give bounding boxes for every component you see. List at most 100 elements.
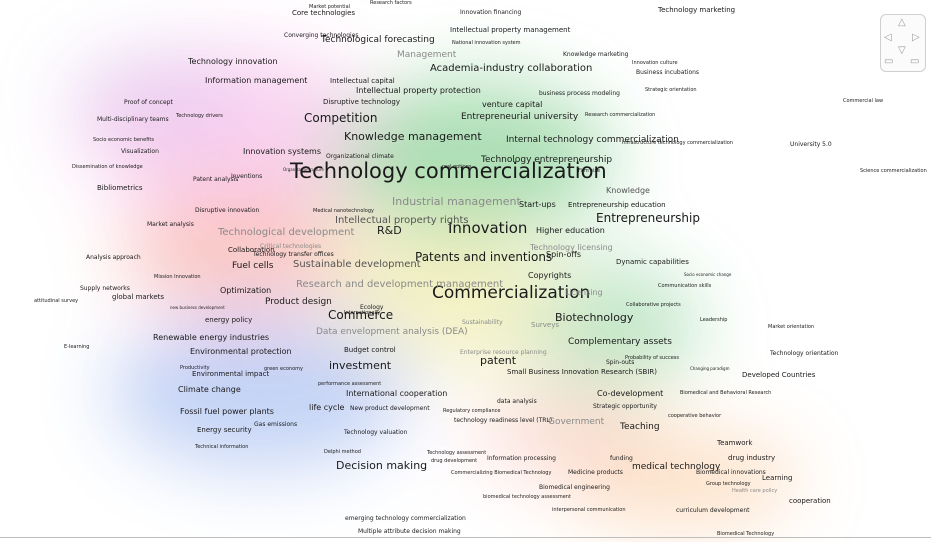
term-label: Research and development management bbox=[296, 279, 504, 290]
cluster-blob-purple bbox=[60, 50, 240, 140]
term-label: Dynamic capabilities bbox=[616, 258, 689, 266]
term-label: New product development bbox=[350, 405, 430, 412]
term-label: Knowledge management bbox=[344, 130, 482, 143]
term-label: Innovation financing bbox=[460, 9, 522, 16]
term-label: Innovation bbox=[448, 219, 528, 237]
term-label: Academia-industry collaboration bbox=[430, 63, 593, 74]
term-label: Spin-offs bbox=[546, 250, 582, 259]
term-label: Renewable energy industries bbox=[153, 333, 270, 342]
term-label: Management bbox=[397, 50, 457, 60]
term-label: Gas emissions bbox=[254, 421, 298, 428]
zoom-icon[interactable]: ▭ bbox=[884, 56, 894, 67]
term-label: medical technology bbox=[632, 462, 721, 472]
bottom-divider bbox=[0, 537, 931, 538]
term-label: Technology transfer offices bbox=[253, 251, 334, 258]
term-label: Biomedical and Behavioral Research bbox=[680, 390, 772, 396]
term-label: Intellectual property rights bbox=[335, 215, 469, 226]
term-label: Spin-outs bbox=[606, 359, 635, 366]
term-label: life cycle bbox=[309, 403, 345, 412]
term-label: Medicine products bbox=[568, 469, 623, 476]
term-label: Disruptive innovation bbox=[195, 207, 260, 214]
arrow-down-icon[interactable]: ▽ bbox=[898, 45, 906, 56]
term-label: Climate change bbox=[178, 385, 241, 394]
term-label: Industrial management bbox=[392, 195, 521, 208]
term-label: Collaboration bbox=[228, 246, 275, 254]
term-label: Co-development bbox=[597, 389, 664, 398]
term-label: Developed Countries bbox=[742, 371, 816, 379]
term-label: Technology valuation bbox=[344, 429, 408, 436]
cluster-blob-blue bbox=[110, 310, 410, 470]
arrow-right-icon[interactable]: ▷ bbox=[912, 32, 920, 43]
zoom-out-icon[interactable]: ▭ bbox=[910, 56, 920, 67]
term-label: Health care policy bbox=[732, 488, 778, 494]
term-label: Socio economic change bbox=[684, 272, 732, 277]
term-label: Commerce bbox=[328, 308, 394, 322]
term-label: Technology orientation bbox=[770, 350, 839, 357]
term-label: data analysis bbox=[497, 398, 537, 405]
term-label: Fuel cells bbox=[232, 261, 274, 271]
term-label: Knowledge bbox=[606, 186, 650, 195]
term-label: performance assessment bbox=[318, 381, 382, 387]
term-label: Intellectual property protection bbox=[356, 86, 481, 95]
term-label: Market potential bbox=[309, 4, 351, 10]
term-label: Technology commercialization bbox=[290, 159, 607, 183]
term-label: Firm size bbox=[578, 168, 601, 174]
term-label: Technology assessment bbox=[427, 450, 487, 456]
term-label: new business development bbox=[170, 305, 225, 310]
term-label: Start-ups bbox=[519, 200, 556, 209]
term-label: University 5.0 bbox=[790, 141, 832, 148]
term-label: drug development bbox=[431, 458, 478, 464]
term-label: Technology marketing bbox=[658, 6, 736, 14]
term-label: Sustainability bbox=[462, 319, 503, 326]
term-label: Commercializing Biomedical Technology bbox=[451, 470, 552, 476]
term-label: Strategic opportunity bbox=[593, 403, 657, 410]
term-label: E-learning bbox=[64, 344, 90, 350]
term-label: Organization culture bbox=[283, 167, 324, 172]
term-label: technology readiness level (TRL) bbox=[454, 417, 553, 424]
term-label: Government bbox=[548, 417, 605, 427]
term-label: funding bbox=[610, 455, 633, 462]
term-label: Socio economic benefits bbox=[93, 137, 154, 143]
cluster-blob-green-right bbox=[520, 260, 700, 400]
term-label: Market analysis bbox=[147, 221, 194, 228]
term-label: Small Business Innovation Research (SBIR… bbox=[507, 368, 658, 376]
term-label: Fossil fuel power plants bbox=[180, 407, 274, 416]
term-label: Changing paradigm bbox=[690, 366, 730, 371]
term-label: Intellectual property management bbox=[450, 26, 571, 34]
term-label: Multiple attribute decision making bbox=[358, 528, 461, 535]
term-label: Core technologies bbox=[292, 9, 356, 17]
term-label: emerging technology commercialization bbox=[345, 515, 466, 522]
term-label: Group technology bbox=[706, 481, 751, 487]
term-label: cooperative behavior bbox=[668, 413, 722, 419]
term-label: Commercialization bbox=[432, 283, 591, 303]
term-label: Multi-disciplinary teams bbox=[97, 116, 169, 123]
term-label: Technology entrepreneurship bbox=[481, 155, 613, 165]
term-label: biomedical technology assessment bbox=[483, 494, 571, 500]
term-label: Communication skills bbox=[658, 283, 712, 289]
term-label: Delphi method bbox=[324, 449, 361, 455]
term-label: Mission Innovation bbox=[154, 274, 201, 280]
arrow-up-icon[interactable]: △ bbox=[898, 17, 906, 28]
term-label: Technology licensing bbox=[530, 243, 613, 252]
term-label: Patents and inventions bbox=[415, 250, 553, 264]
term-label: Environmental impact bbox=[192, 370, 270, 378]
term-label: Teaching bbox=[620, 422, 660, 432]
term-label: Learning bbox=[762, 474, 793, 482]
term-label: Supply networks bbox=[80, 285, 130, 292]
term-label: Energy security bbox=[197, 426, 252, 434]
term-label: Internationally bbox=[344, 310, 381, 316]
term-label: International cooperation bbox=[346, 389, 448, 398]
arrow-left-icon[interactable]: ◁ bbox=[884, 32, 892, 43]
term-label: Commercial law bbox=[843, 98, 884, 104]
cluster-blob-red bbox=[120, 180, 360, 320]
term-label: investment bbox=[329, 359, 392, 372]
term-label: Organizational climate bbox=[326, 153, 394, 160]
term-label: Inventions bbox=[231, 173, 263, 180]
term-label: Regulatory compliance bbox=[443, 408, 501, 414]
term-label: Information processing bbox=[487, 455, 556, 462]
map-navigation-control[interactable]: △ ◁ ▷ ▽ ▭ ▭ bbox=[880, 14, 926, 72]
term-label: Budget control bbox=[344, 346, 396, 354]
term-label: energy policy bbox=[205, 316, 253, 324]
